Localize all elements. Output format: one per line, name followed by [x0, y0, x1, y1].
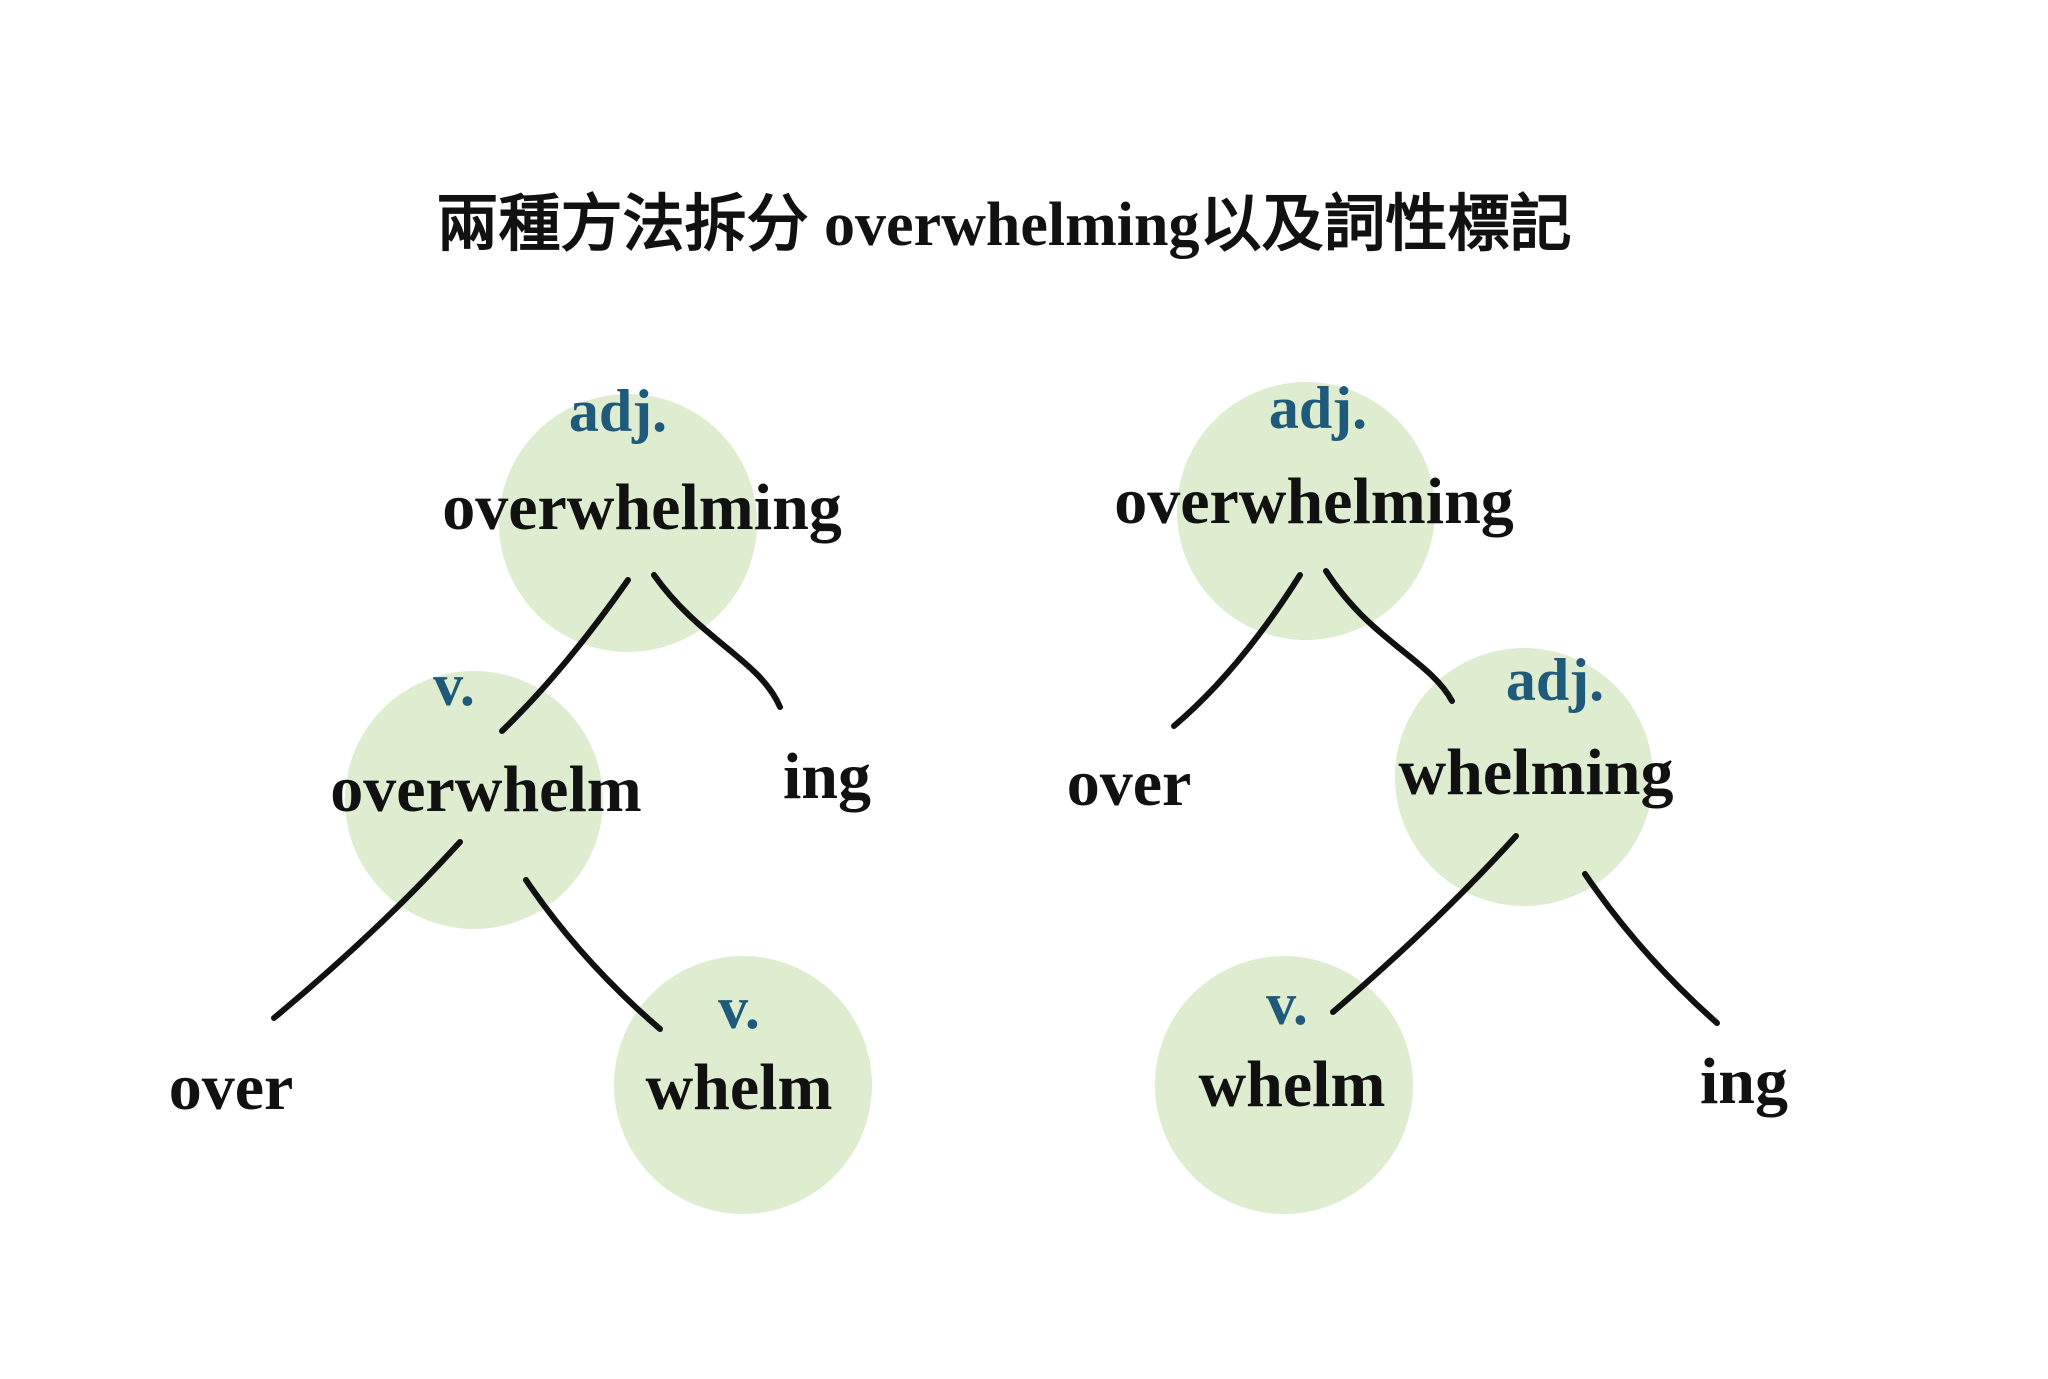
left-mid-node [345, 671, 603, 929]
left-mid-word: overwhelm [330, 753, 642, 826]
left-leaf-node [614, 956, 872, 1214]
right-mid-word: whelming [1398, 736, 1673, 809]
left-branch-root-mid [499, 577, 631, 734]
right-leaf-word: whelm [1199, 1048, 1386, 1121]
right-root-word: overwhelming [1114, 465, 1514, 538]
right-leaf-pos: v. [1266, 971, 1308, 1037]
left-leaf-word: whelm [646, 1051, 833, 1124]
right-root-node [1177, 382, 1435, 640]
diagram-title: 兩種方法拆分 overwhelming以及詞性標記 [437, 190, 1572, 259]
right-suffix: ing [1700, 1045, 1788, 1118]
left-root-node [499, 394, 757, 652]
left-branch-mid-over [271, 839, 463, 1021]
right-prefix: over [1067, 747, 1192, 820]
right-mid-node [1395, 648, 1653, 906]
right-mid-pos: adj. [1506, 647, 1604, 713]
right-branch-root-mid [1323, 568, 1455, 704]
left-root-pos: adj. [569, 378, 667, 444]
left-branch-mid-whelm [523, 877, 663, 1032]
left-leaf-pos: v. [718, 975, 760, 1041]
left-mid-pos: v. [433, 652, 475, 718]
right-leaf-node [1155, 956, 1413, 1214]
right-branch-root-over [1171, 572, 1303, 729]
right-root-pos: adj. [1269, 375, 1367, 441]
left-suffix: ing [783, 740, 871, 813]
left-branch-root-ing [651, 572, 783, 710]
right-branch-mid-whelm [1330, 833, 1519, 1015]
left-root-word: overwhelming [442, 471, 842, 544]
left-prefix: over [169, 1051, 294, 1124]
right-branch-mid-ing [1582, 871, 1720, 1026]
